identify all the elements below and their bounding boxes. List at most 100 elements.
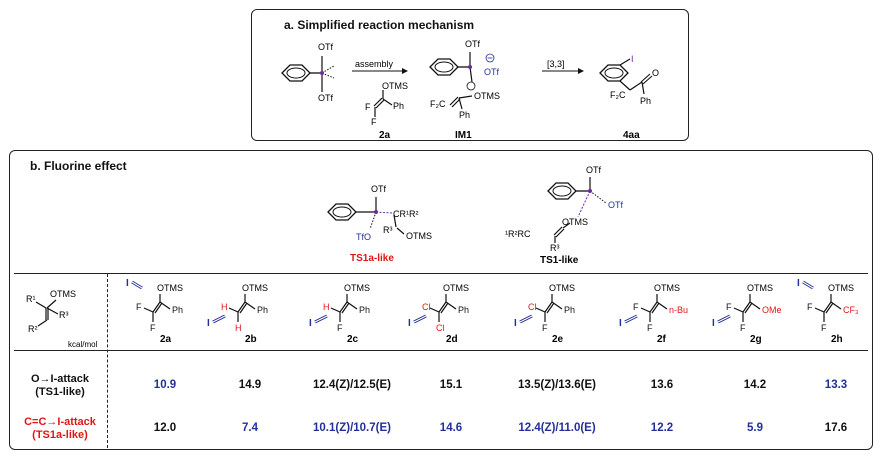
iodine-label: I [619, 318, 622, 329]
generic-enol-structure: OTMS R¹ R³ R² kcal/mol [26, 289, 98, 349]
bond [742, 301, 751, 313]
otf-im1-2: OTf [484, 67, 499, 77]
panel-a-title: a. Simplified reaction mechanism [284, 18, 475, 32]
iodine-label: I [712, 318, 715, 329]
compound-2a-otms: OTMS [157, 283, 183, 293]
ts1-r3: R³ [550, 243, 560, 253]
energy-value-row0-2c: 12.4(Z)/12.5(E) [313, 379, 391, 391]
energy-value-row1-2e: 12.4(Z)/11.0(E) [518, 422, 596, 434]
row-label-o-attack: O→I-attack (TS1-like) [14, 373, 106, 399]
compound-2b-left-top: H [221, 302, 228, 312]
energy-value-row1-2d: 14.6 [439, 422, 463, 434]
compound-2g-label: 2g [750, 334, 762, 345]
transition-state-structures: OTf TfO CR¹R² R³ OTMS TS1a-like OTf OTf … [327, 165, 623, 266]
bond [346, 301, 358, 310]
bond [744, 302, 753, 314]
compound-2d-left-bottom: Cl [436, 323, 445, 333]
f2c-4aa: F₂C [610, 90, 626, 100]
iodine-label: I [309, 318, 312, 329]
compound-2c-left-bottom: F [337, 323, 343, 333]
bond [159, 301, 171, 310]
compound-2h-left-bottom: F [821, 323, 827, 333]
bond [825, 302, 834, 314]
ts1-label: TS1-like [540, 255, 579, 266]
compound-2f-left-top: F [633, 302, 639, 312]
compound-2a-label: 2a [160, 334, 172, 345]
compound-2c-otms: OTMS [344, 283, 370, 293]
iodine-label: I [207, 318, 210, 329]
product-4aa-structure [599, 58, 653, 95]
energy-value-row0-2b: 14.9 [238, 379, 262, 391]
table-mid-border [14, 350, 868, 351]
iodine-label: I [797, 278, 800, 289]
compound-2a-left-bottom: F [150, 323, 156, 333]
row-label-cc-attack: C=C→I-attack (TS1a-like) [14, 416, 106, 442]
im1-label: IM1 [455, 130, 472, 140]
table-top-border [14, 273, 868, 274]
bond [649, 301, 658, 313]
bond [535, 307, 546, 313]
compound-2e-left-bottom: F [542, 323, 548, 333]
bond [551, 301, 563, 310]
bond [239, 302, 248, 314]
bond [656, 301, 668, 310]
compound-2e-left-top: Cl [528, 302, 537, 312]
bond [339, 301, 348, 313]
interaction-arrow-icon-inner [624, 315, 638, 323]
compound-2c-label: 2c [347, 334, 359, 345]
row-label-cc-attack-line1: C=C→I-attack [24, 416, 96, 428]
compound-2f-left-bottom: F [647, 323, 653, 333]
bond [814, 307, 825, 313]
product-4aa-label: 4aa [623, 130, 640, 140]
phi-otf2-structure [281, 56, 335, 92]
compound-2h-label: 2h [831, 334, 843, 345]
i-4aa: I [631, 54, 634, 64]
interaction-arrow-icon-inner [131, 281, 143, 289]
panel-b-title: b. Fluorine effect [30, 159, 127, 173]
compound-2f-otms: OTMS [654, 283, 680, 293]
mechanism-scheme: OTf OTf assembly OTMS Ph F F 2a [281, 39, 659, 140]
energy-value-row1-2c: 10.1(Z)/10.7(E) [313, 422, 391, 434]
ts1a-r3: R³ [383, 225, 393, 235]
bond [440, 302, 449, 314]
energy-value-row1-2a: 12.0 [153, 422, 177, 434]
interaction-arrow-icon-inner [717, 315, 731, 323]
compound-2b-substituent: Ph [257, 305, 268, 315]
otf-im1-1: OTf [465, 39, 480, 49]
compound-2a-structure [373, 90, 393, 117]
ts1-structure [547, 177, 607, 243]
iodine-label: I [408, 318, 411, 329]
otf-label-1: OTf [318, 42, 333, 52]
assembly-label: assembly [355, 59, 394, 69]
bond [237, 301, 246, 313]
iodine-label: I [514, 318, 517, 329]
ts1a-otf: OTf [371, 184, 386, 194]
bond [152, 301, 161, 313]
bond [445, 301, 457, 310]
compound-2d-left-top: Cl [422, 302, 431, 312]
compound-2c-substituent: Ph [359, 305, 370, 315]
compound-2d-label: 2d [446, 334, 458, 345]
energy-value-row0-2d: 15.1 [439, 379, 463, 391]
generic-r1: R¹ [26, 294, 36, 304]
energy-value-row1-2f: 12.2 [650, 422, 674, 434]
compound-2a-substituent: Ph [172, 305, 183, 315]
rearrangement-label: [3,3] [547, 59, 565, 69]
compound-2f-label: 2f [657, 334, 667, 345]
bond [830, 301, 842, 310]
row-label-cc-attack-line2: (TS1a-like) [32, 429, 88, 441]
interaction-arrow-icon-inner [802, 281, 814, 289]
compound-2b-otms: OTMS [242, 283, 268, 293]
compound-2d-otms: OTMS [443, 283, 469, 293]
compound-2f-substituent: n-Bu [669, 305, 688, 315]
energy-value-row1-2b: 7.4 [242, 422, 258, 434]
energy-value-row0-2h: 13.3 [824, 379, 848, 391]
compound-2g-substituent: OMe [762, 305, 782, 315]
bond [640, 307, 651, 313]
panel-a-mechanism: a. Simplified reaction mechanism OTf OTf… [251, 9, 689, 141]
generic-r3: R³ [59, 310, 69, 320]
